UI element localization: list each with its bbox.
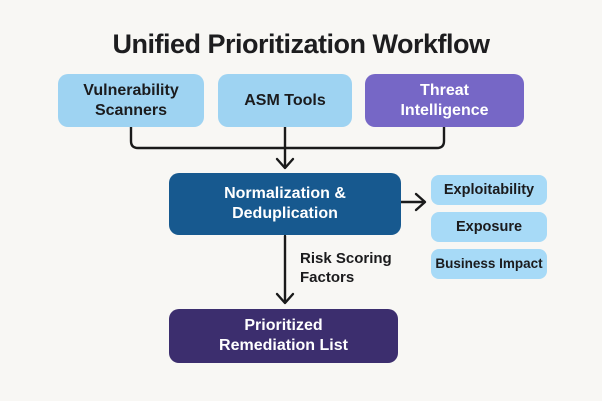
node-label: Exposure [455,218,523,235]
node-prioritized-remediation-list: Prioritized Remediation List [169,309,398,363]
node-label: Normalization & Deduplication [224,185,346,222]
arrowhead-down-to-normalization [275,157,295,170]
node-label: Exploitability [443,181,535,198]
merge-connector [129,125,446,150]
node-asm-tools: ASM Tools [218,74,352,127]
arrowhead-right-to-factors [414,192,427,212]
node-label: Vulnerability Scanners [83,81,179,119]
node-label: ASM Tools [244,91,326,109]
node-business-impact: Business Impact [431,249,547,279]
node-exploitability: Exploitability [431,175,547,205]
node-label: Threat Intelligence [400,81,489,119]
node-label: Business Impact [435,255,543,271]
arrowhead-down-to-output [275,292,295,305]
node-normalization-deduplication: Normalization & Deduplication [169,173,401,235]
edge-label-risk-scoring-factors: Risk Scoring Factors [300,250,392,286]
node-threat-intelligence: Threat Intelligence [365,74,524,127]
node-vulnerability-scanners: Vulnerability Scanners [58,74,204,127]
diagram-title: Unified Prioritization Workflow [112,29,490,59]
node-label: Prioritized Remediation List [219,317,348,354]
node-exposure: Exposure [431,212,547,242]
